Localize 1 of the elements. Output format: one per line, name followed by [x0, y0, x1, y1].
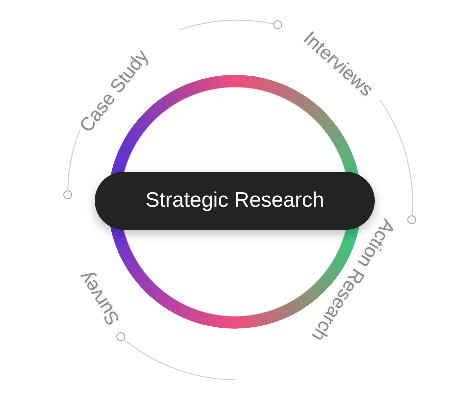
- title-pill: Strategic Research: [95, 172, 375, 230]
